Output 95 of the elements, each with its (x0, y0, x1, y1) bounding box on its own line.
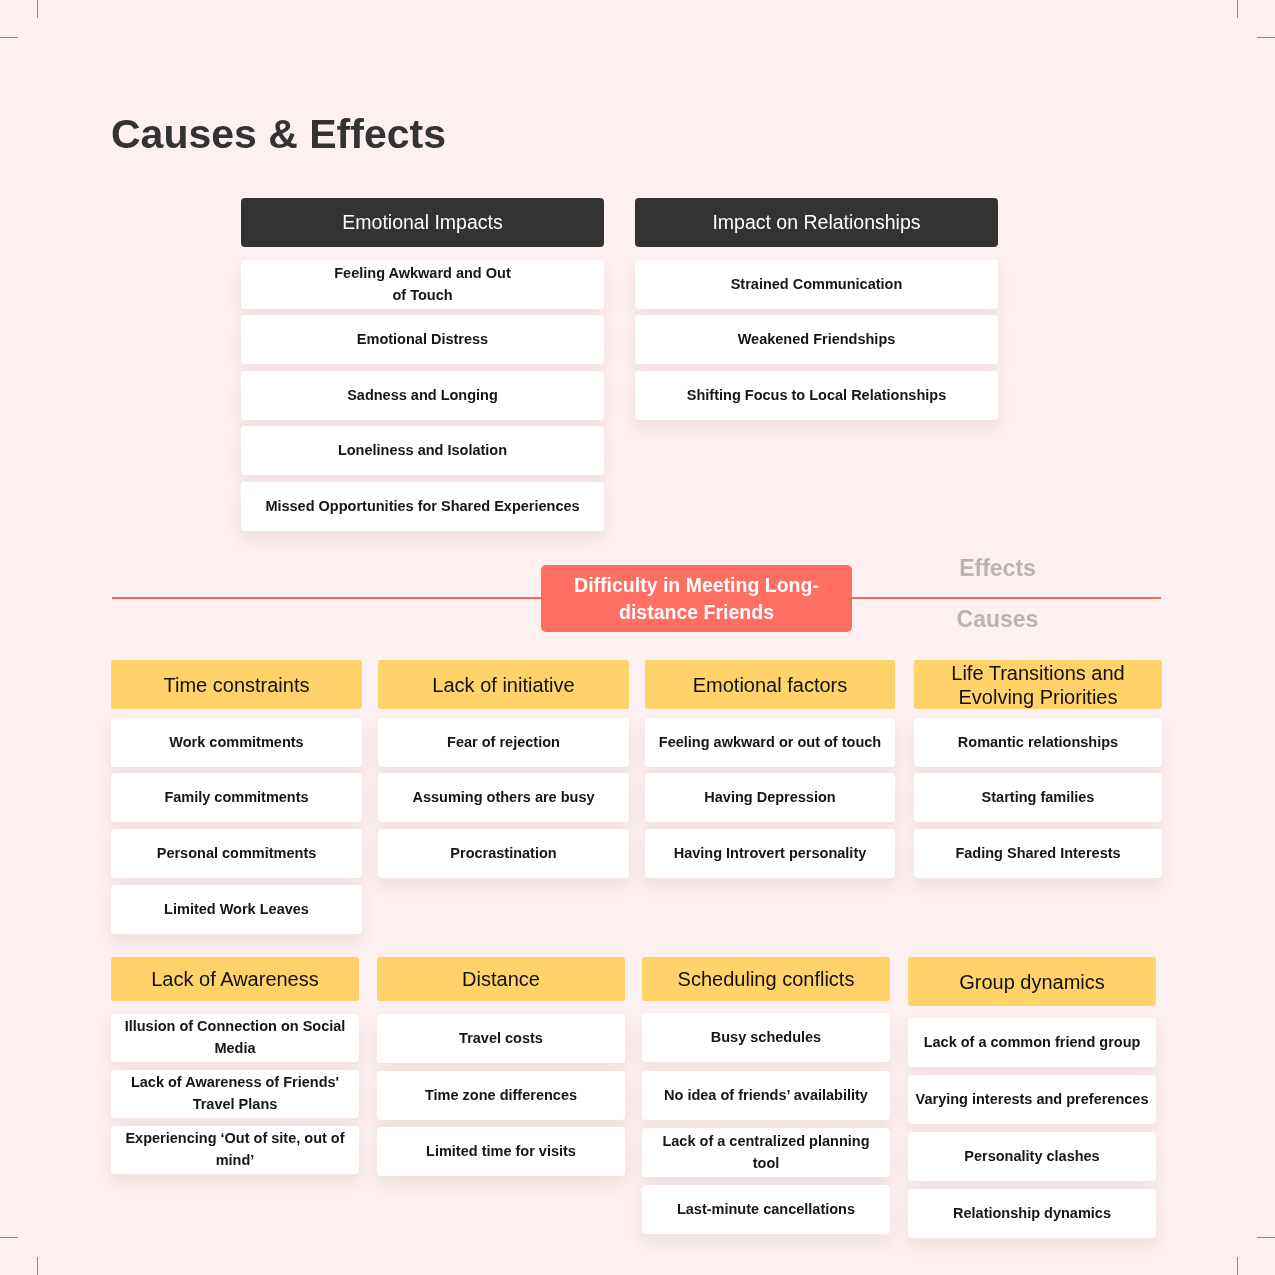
category-header (635, 198, 998, 247)
item-card (642, 1185, 890, 1234)
header-text: Life Transitions and Evolving Priorities (950, 660, 1126, 709)
item-card (378, 718, 629, 767)
header-text: Emotional Impacts (342, 211, 503, 234)
card-text: Travel costs (459, 1028, 543, 1048)
header-text: Impact on Relationships (712, 211, 921, 234)
card-text: Last-minute cancellations (676, 1199, 856, 1219)
card-text: Fear of rejection (447, 732, 560, 752)
item-card (241, 315, 604, 364)
card-text: Family commitments (164, 787, 309, 807)
item-card (642, 1071, 890, 1120)
card-text: Sadness and Longing (347, 385, 498, 405)
item-card (111, 773, 362, 822)
card-text: Time zone differences (425, 1085, 577, 1105)
item-card (377, 1071, 625, 1120)
category-header (377, 957, 625, 1001)
card-text: Missed Opportunities for Shared Experiences (265, 496, 580, 516)
card-text: Procrastination (450, 843, 557, 863)
card-text: Varying interests and preferences (915, 1089, 1149, 1109)
header-text: Group dynamics (959, 969, 1105, 994)
card-text: Personality clashes (964, 1146, 1100, 1166)
problem-box (541, 565, 852, 632)
item-card (908, 1075, 1156, 1124)
problem-text: Difficulty in Meeting Long-distance Friends (573, 573, 820, 625)
category-header (111, 660, 362, 709)
card-text: Busy schedules (710, 1027, 822, 1047)
item-card (377, 1014, 625, 1063)
item-card (111, 1126, 359, 1174)
section-label: Causes (955, 606, 1040, 633)
header-text: Lack of Awareness (151, 967, 319, 991)
item-card (111, 885, 362, 934)
item-card (241, 260, 604, 309)
category-header (908, 957, 1156, 1006)
card-text: Lack of Awareness of Friends' Travel Plans (129, 1073, 341, 1114)
header-text: Distance (462, 967, 540, 991)
header-text: Emotional factors (692, 672, 848, 697)
category-header (111, 957, 359, 1001)
card-text: Feeling Awkward and Out of Touch (333, 263, 512, 305)
card-text: Work commitments (169, 732, 304, 752)
card-text: Personal commitments (156, 843, 317, 863)
item-card (635, 315, 998, 364)
category-header (914, 660, 1162, 709)
card-text: Limited Work Leaves (164, 899, 309, 919)
item-card (378, 829, 629, 878)
category-header (241, 198, 604, 247)
item-card (914, 773, 1162, 822)
item-card (111, 1014, 359, 1062)
header-text: Time constraints (163, 672, 310, 697)
item-card (111, 829, 362, 878)
card-text: Having Introvert personality (673, 843, 867, 863)
item-card (111, 718, 362, 767)
card-text: Having Depression (704, 787, 836, 807)
category-header (642, 957, 890, 1001)
section-label: Effects (958, 555, 1037, 582)
card-text: Illusion of Connection on Social Media (123, 1017, 347, 1058)
item-card (241, 426, 604, 475)
card-text: Assuming others are busy (412, 787, 595, 807)
item-card (645, 829, 895, 878)
item-card (908, 1018, 1156, 1067)
item-card (642, 1013, 890, 1062)
item-card (908, 1189, 1156, 1238)
item-card (635, 260, 998, 309)
card-text: Shifting Focus to Local Relationships (686, 385, 947, 405)
card-text: Weakened Friendships (737, 329, 896, 349)
card-text: Limited time for visits (426, 1141, 576, 1161)
item-card (645, 718, 895, 767)
header-text: Scheduling conflicts (677, 967, 855, 991)
card-text: Fading Shared Interests (955, 843, 1121, 863)
item-card (642, 1128, 890, 1177)
page-title: Causes & Effects (111, 112, 446, 158)
card-text: Relationship dynamics (953, 1203, 1111, 1223)
item-card (914, 718, 1162, 767)
item-card (111, 1070, 359, 1118)
card-text: Emotional Distress (356, 329, 489, 349)
item-card (378, 773, 629, 822)
category-header (645, 660, 895, 709)
item-card (645, 773, 895, 822)
card-text: Starting families (981, 787, 1095, 807)
card-text: Romantic relationships (957, 732, 1119, 752)
category-header (378, 660, 629, 709)
card-text: Experiencing ‘Out of site, out of mind’ (124, 1129, 346, 1170)
item-card (377, 1127, 625, 1176)
header-text: Lack of initiative (432, 672, 575, 697)
card-text: No idea of friends’ availability (664, 1085, 868, 1105)
item-card (241, 482, 604, 531)
item-card (241, 371, 604, 420)
card-text: Lack of a centralized planning tool (661, 1131, 871, 1173)
item-card (908, 1132, 1156, 1181)
card-text: Loneliness and Isolation (337, 440, 508, 460)
item-card (635, 371, 998, 420)
card-text: Feeling awkward or out of touch (658, 732, 882, 752)
card-text: Lack of a common friend group (923, 1032, 1141, 1052)
item-card (914, 829, 1162, 878)
card-text: Strained Communication (730, 274, 903, 294)
